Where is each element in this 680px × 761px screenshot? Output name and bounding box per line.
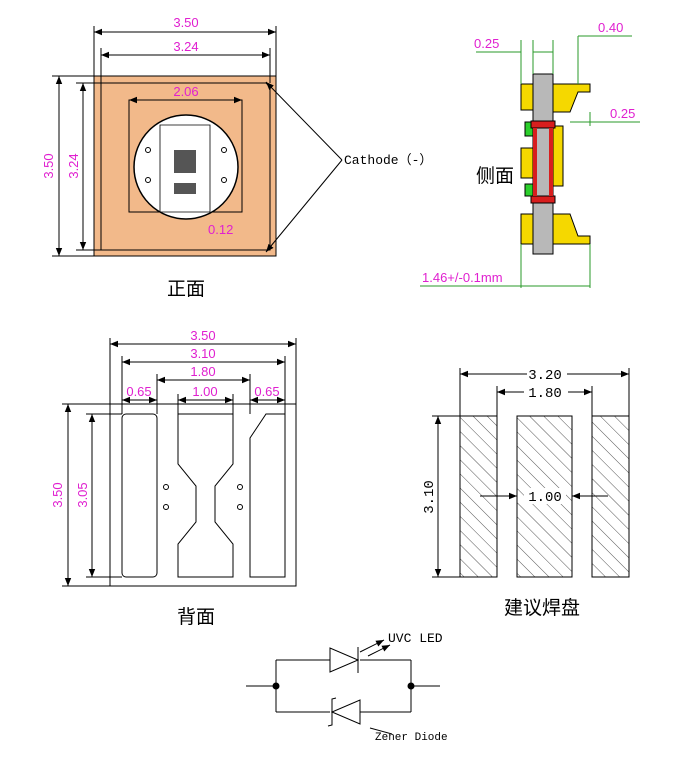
led-chip — [174, 150, 196, 173]
side-view: 0.25 0.40 0.25 1.46+/-0.1mm 侧面 — [420, 20, 640, 288]
side-terminal-top — [552, 83, 591, 113]
zener-diode-symbol — [327, 697, 393, 735]
back-pad-center-width: 1.00 — [192, 384, 217, 399]
junction-dot — [407, 682, 415, 690]
back-via — [237, 504, 243, 510]
back-outline — [109, 403, 297, 587]
die-frame — [159, 124, 211, 213]
solder-caption: 建议焊盘 — [504, 597, 580, 619]
cathode-label: Cathode（-） — [344, 153, 432, 168]
side-pad-left — [520, 213, 534, 245]
side-dim-right: 0.25 — [610, 106, 635, 121]
back-width-center: 1.80 — [190, 364, 215, 379]
side-thickness: 1.46+/-0.1mm — [422, 270, 503, 285]
side-terminal-bottom — [552, 213, 591, 245]
pad-dot — [221, 177, 227, 183]
back-pad-left-width: 0.65 — [126, 384, 151, 399]
back-pad-center — [177, 413, 234, 578]
front-height-inner: 3.24 — [66, 153, 81, 178]
back-via — [237, 484, 243, 490]
pad-dot — [145, 147, 151, 153]
back-height-outer: 3.50 — [50, 482, 65, 507]
zener-chip — [174, 183, 196, 194]
back-pad-right — [249, 413, 286, 578]
side-green — [524, 183, 534, 197]
back-pad-right-width: 0.65 — [254, 384, 279, 399]
pad-dot — [145, 177, 151, 183]
front-view: 3.50 3.24 2.06 3.50 3.24 0.12 Cathode（-）… — [41, 15, 432, 300]
back-via — [163, 484, 169, 490]
side-red-band — [530, 195, 556, 204]
circuit-diagram: UVC LED Zener Diode — [246, 631, 448, 744]
side-red-band — [530, 120, 556, 129]
side-pad-left — [520, 83, 534, 111]
side-pad-left — [520, 147, 534, 179]
uvc-led-symbol — [329, 639, 391, 673]
side-dim-top-right: 0.40 — [598, 20, 623, 35]
pad-dot — [221, 147, 227, 153]
package-inner-outline — [100, 82, 271, 251]
side-pad-right — [552, 125, 564, 187]
front-width-inner: 3.24 — [173, 39, 198, 54]
solder-width-outer: 3.20 — [528, 368, 562, 384]
back-pad-left — [121, 413, 158, 578]
back-view: 3.50 3.10 1.80 1.00 0.65 0.65 3.50 3.05 … — [50, 328, 297, 628]
back-via — [163, 504, 169, 510]
solder-pad-view: 3.20 1.80 1.00 3.10 建议焊盘 — [422, 366, 630, 619]
back-width-outer: 3.50 — [190, 328, 215, 343]
solder-width-mid: 1.80 — [528, 386, 562, 402]
side-caption: 侧面 — [476, 165, 514, 187]
zener-diode-label: Zener Diode — [375, 732, 448, 744]
back-height-inner: 3.05 — [75, 482, 90, 507]
front-height-outer: 3.50 — [41, 153, 56, 178]
back-caption: 背面 — [177, 606, 215, 628]
uvc-led-label: UVC LED — [388, 631, 443, 646]
back-width-mid: 3.10 — [190, 346, 215, 361]
front-lens-width: 2.06 — [173, 84, 198, 99]
front-width-outer: 3.50 — [173, 15, 198, 30]
side-red-strip — [533, 128, 537, 196]
solder-gap: 1.00 — [528, 490, 562, 506]
junction-dot — [272, 682, 280, 690]
front-caption: 正面 — [167, 278, 205, 300]
side-dim-left: 0.25 — [474, 36, 499, 51]
side-red-strip — [549, 128, 553, 196]
front-gap: 0.12 — [208, 222, 233, 237]
solder-height: 3.10 — [422, 480, 438, 514]
